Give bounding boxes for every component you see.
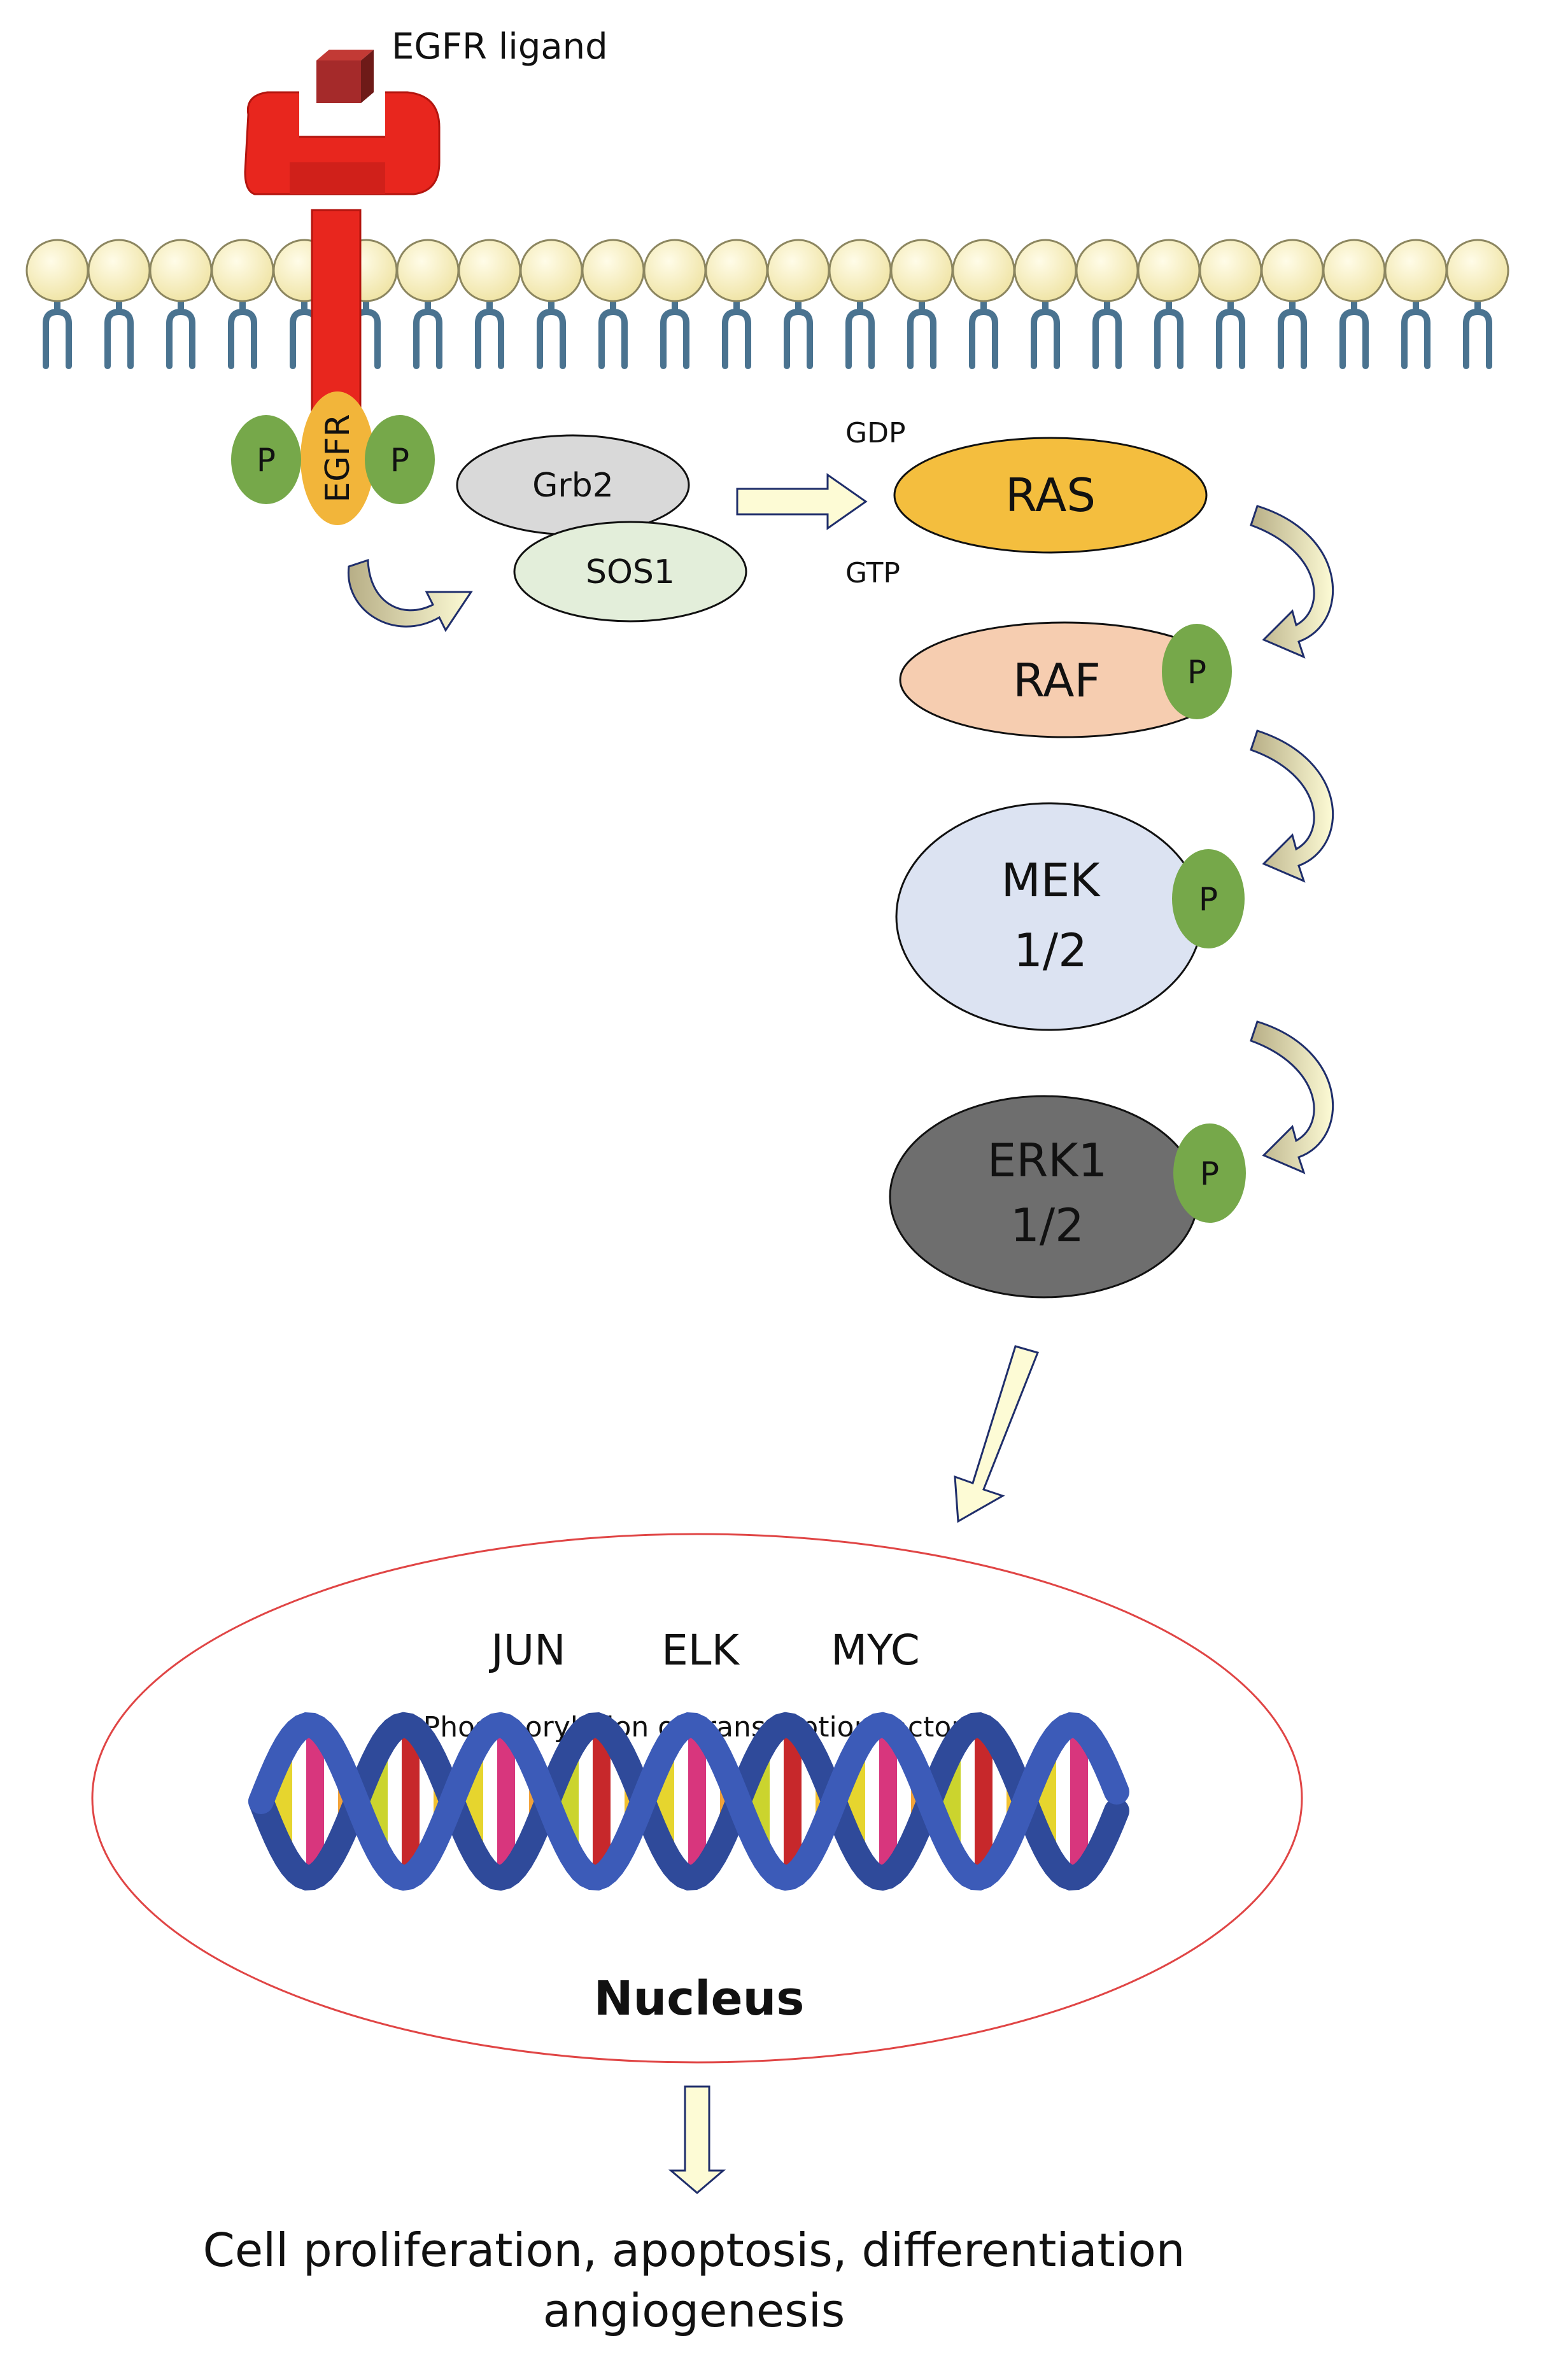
phospholipid bbox=[1075, 239, 1139, 369]
sos1-label: SOS1 bbox=[586, 553, 675, 591]
phospholipid bbox=[1384, 239, 1448, 369]
phospholipid bbox=[643, 239, 707, 369]
phospholipid bbox=[396, 239, 460, 369]
nucleus-to-outcome-arrow bbox=[668, 2085, 726, 2194]
mek bbox=[895, 802, 1203, 1031]
mek-to-erk-arrow bbox=[1250, 1020, 1334, 1174]
raf-to-mek-arrow bbox=[1250, 729, 1334, 883]
egfr-body bbox=[300, 391, 374, 525]
outcome-line2: angiogenesis bbox=[543, 2284, 845, 2337]
ras-label: RAS bbox=[1005, 468, 1096, 522]
tf-myc: MYC bbox=[831, 1626, 920, 1675]
phospholipid bbox=[1446, 239, 1509, 369]
nucleus-label: Nucleus bbox=[594, 1971, 805, 2026]
sos1 bbox=[513, 521, 747, 623]
phospholipid bbox=[581, 239, 645, 369]
mek-label-line1: MEK bbox=[1001, 854, 1101, 907]
phospholipid bbox=[890, 239, 954, 369]
phospholipid bbox=[25, 239, 89, 369]
outcome-line1: Cell proliferation, apoptosis, different… bbox=[203, 2223, 1185, 2277]
phospholipid bbox=[1261, 239, 1324, 369]
dna-strand-a bbox=[248, 1712, 1129, 1891]
egfr-phospho-right bbox=[365, 415, 435, 504]
raf-phospho bbox=[1162, 624, 1232, 719]
dna-strand-b bbox=[248, 1712, 1129, 1891]
phospholipid bbox=[458, 239, 521, 369]
mek-label-line2: 1/2 bbox=[1014, 924, 1087, 977]
egfr-phospho-right-label: P bbox=[390, 442, 409, 479]
grb2-label: Grb2 bbox=[532, 467, 614, 505]
phospholipid bbox=[705, 239, 768, 369]
erk-phospho bbox=[1173, 1123, 1246, 1223]
phospholipid bbox=[952, 239, 1015, 369]
erk-phospho-label: P bbox=[1200, 1155, 1219, 1192]
egfr-phospho-left bbox=[231, 415, 301, 504]
phospholipid bbox=[211, 239, 274, 369]
tf-elk: ELK bbox=[661, 1626, 740, 1675]
dna-helix bbox=[248, 1712, 1129, 1891]
erk-label-line1: ERK1 bbox=[987, 1134, 1108, 1187]
ras-gdp-label: GDP bbox=[845, 417, 906, 449]
ras-to-raf-arrow bbox=[1250, 505, 1334, 659]
adaptor-to-ras-arrow bbox=[736, 473, 868, 530]
phospholipid bbox=[828, 239, 892, 369]
ligand-label: EGFR ligand bbox=[392, 26, 608, 67]
tf-jun: JUN bbox=[488, 1626, 565, 1675]
phospholipid bbox=[87, 239, 151, 369]
mek-phospho-label: P bbox=[1199, 881, 1218, 918]
phospholipid bbox=[1199, 239, 1262, 369]
phospholipid bbox=[1014, 239, 1077, 369]
egfr-ligand-cube bbox=[316, 50, 374, 103]
nucleus-outline bbox=[91, 1533, 1303, 2064]
erk-label-line2: 1/2 bbox=[1010, 1199, 1084, 1252]
erk-to-nucleus-arrow bbox=[954, 1345, 1040, 1523]
phospholipid bbox=[766, 239, 830, 369]
mek-phospho bbox=[1172, 849, 1245, 948]
ras-gtp-label: GTP bbox=[845, 557, 900, 589]
phospholipid bbox=[519, 239, 583, 369]
ras bbox=[893, 437, 1208, 554]
egfr-label: EGFR bbox=[319, 414, 357, 502]
raf-phospho-label: P bbox=[1187, 654, 1206, 691]
raf-label: RAF bbox=[1013, 654, 1101, 707]
egfr-phospho-left-label: P bbox=[257, 442, 276, 479]
phospholipid bbox=[1137, 239, 1201, 369]
cell-membrane bbox=[25, 239, 1509, 369]
phospholipid bbox=[149, 239, 213, 369]
erk bbox=[889, 1095, 1199, 1299]
receptor-to-adaptor-arrow bbox=[348, 558, 473, 632]
phospholipid bbox=[1322, 239, 1386, 369]
